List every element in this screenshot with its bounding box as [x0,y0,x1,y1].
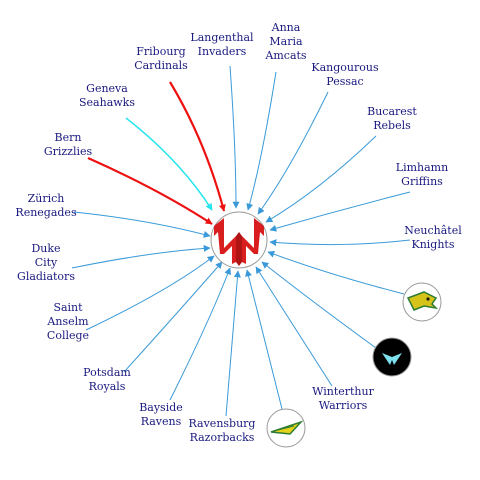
team-label-line: Geneva [86,82,128,95]
team-label-line: Warriors [319,399,368,412]
edge-winterthur-warriors [255,266,333,387]
team-label-line: Amcats [264,49,307,62]
team-label-line: Ravens [141,415,182,428]
edge-saint-anselm-college [85,255,215,331]
team-label-line: Gladiators [17,270,75,283]
team-label-line: Knights [411,238,454,251]
team-label-line: Ravensburg [189,417,256,430]
team-label-line: Potsdam [83,366,131,379]
team-label-line: Bern [55,131,82,144]
edge-bucarest-rebels [265,135,377,223]
team-label-line: Neuchâtel [404,224,462,237]
team-label-line: Langenthal [190,31,254,44]
team-label-line: Maria [269,35,303,48]
edge-fribourg-cardinals [169,81,226,212]
black-bird-logo [382,353,402,365]
edge-limhamn-griffins [269,191,411,232]
team-label-line: Saint [53,301,83,314]
team-node-logo-team-black-bird[interactable] [372,337,412,377]
team-shield-logo [214,218,264,266]
edge-kangourous-pessac [257,91,329,215]
edge-duke-city-gladiators [71,244,211,269]
team-label-line: Kangourous [311,61,379,74]
team-label-line: Anselm [46,315,89,328]
edge-logo-team-yellow-spear [245,269,283,410]
team-label-line: Royals [89,380,126,393]
team-label-line: Limhamn [396,161,448,174]
team-label-line: Winterthur [312,385,374,398]
team-label-line: City [35,256,58,269]
team-label-line: Grizzlies [44,145,93,158]
edge-logo-team-green-dragon [267,250,405,295]
edge-potsdam-royals [123,261,223,373]
team-label-line: Bayside [139,401,183,414]
edge-neuchatel-knights [269,239,411,247]
edge-bayside-ravens [169,267,232,401]
team-label-line: Griffins [401,175,443,188]
center-team-node[interactable] [210,211,268,269]
team-node-logo-team-yellow-spear[interactable] [266,408,306,448]
edge-logo-team-black-bird [261,261,377,349]
edge-anna-maria-amcats [246,71,277,211]
team-label-line: Bucarest [367,105,417,118]
edge-bern-grizzlies [87,156,213,225]
team-label-line: Rebels [373,119,411,132]
team-label-line: Duke [31,242,60,255]
team-label-line: Zürich [28,192,65,205]
team-label-line: Anna [271,21,301,34]
edge-langenthal-invaders [229,65,240,209]
edge-zurich-renegades [73,211,211,238]
team-label-line: Pessac [326,75,363,88]
team-label-line: Razorbacks [190,431,255,444]
team-label-line: Seahawks [79,96,135,109]
team-label-line: Renegades [15,206,77,219]
team-label-line: Invaders [198,45,247,58]
green-dragon-logo [406,291,439,311]
edge-geneva-seahawks [125,117,213,211]
team-label-line: Fribourg [136,45,185,58]
edge-ravensburg-razorbacks [225,270,241,417]
team-node-logo-team-green-dragon[interactable] [402,282,442,322]
yellow-spear-logo [270,420,304,435]
edges-layer [71,65,411,417]
team-label-line: Cardinals [134,59,188,72]
team-label-line: College [47,329,89,342]
